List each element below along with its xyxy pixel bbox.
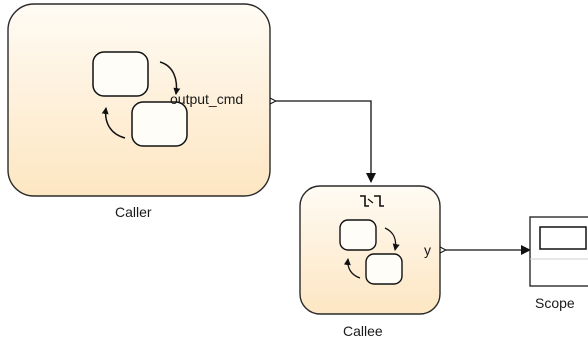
signal-line-output-cmd[interactable] xyxy=(276,100,376,183)
callee-block[interactable] xyxy=(299,185,448,315)
callee-block-name[interactable]: Callee xyxy=(343,323,383,339)
scope-block[interactable] xyxy=(529,216,588,287)
function-call-trigger-icon xyxy=(360,195,384,207)
caller-output-port-label: output_cmd xyxy=(170,91,244,107)
scope-block-name[interactable]: Scope xyxy=(535,295,575,311)
caller-block-name[interactable]: Caller xyxy=(115,204,152,220)
callee-output-port-label: y xyxy=(424,242,431,258)
scope-screen-icon xyxy=(539,226,587,250)
caller-block[interactable] xyxy=(7,3,278,197)
caller-stateflow-icon xyxy=(92,51,188,147)
callee-stateflow-icon xyxy=(339,219,403,285)
